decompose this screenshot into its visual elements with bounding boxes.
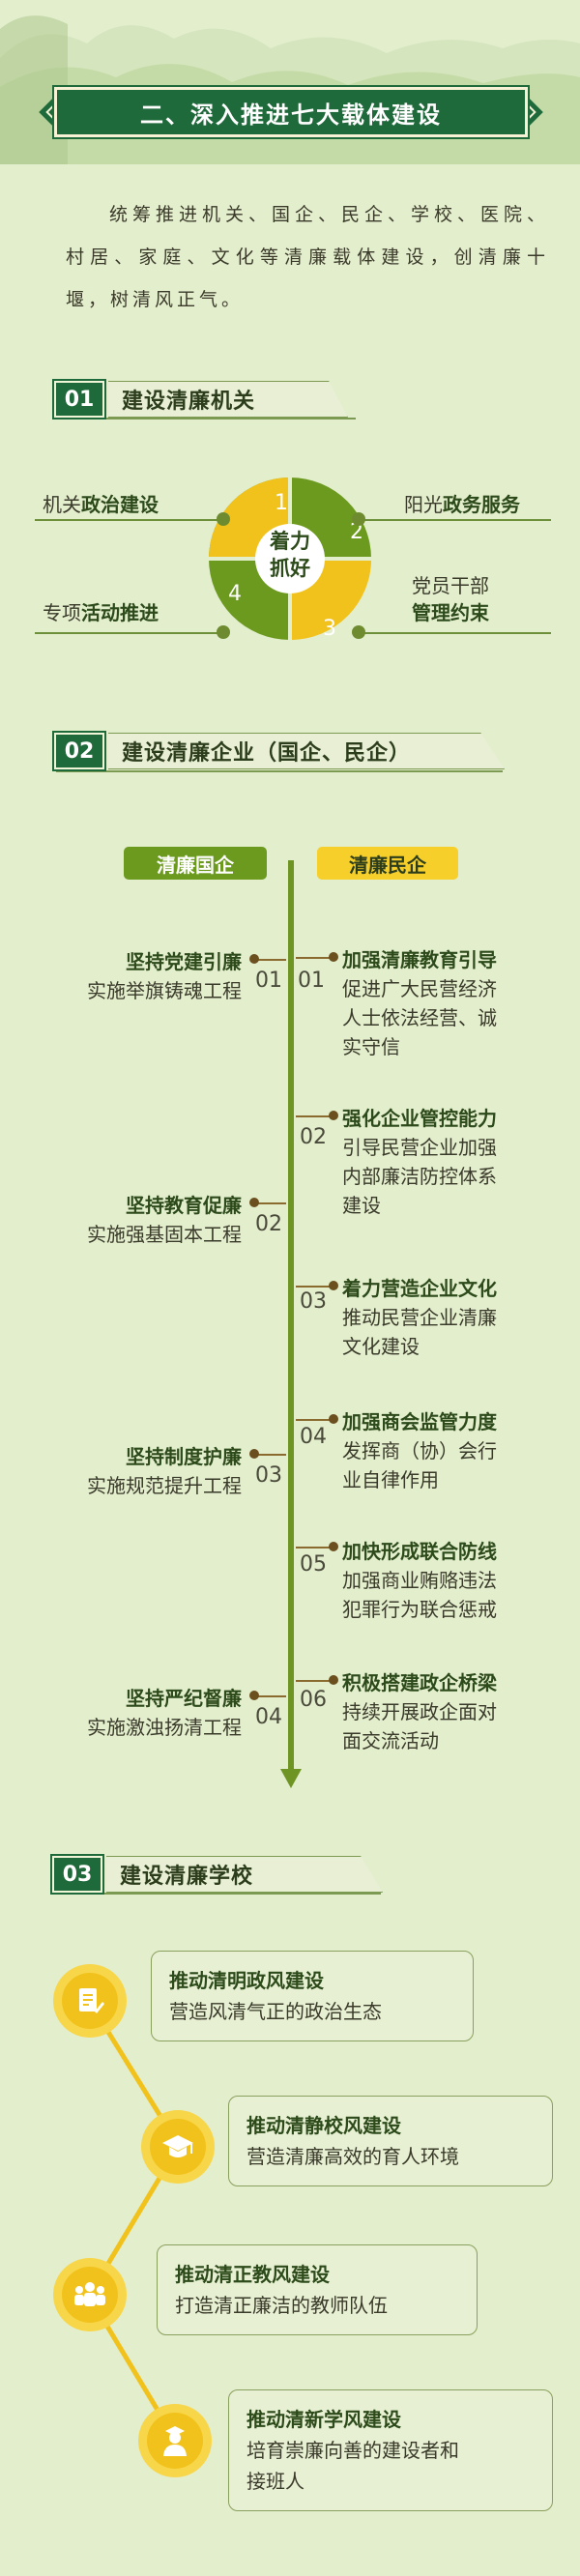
soe-item-2: 坚持教育促廉实施强基固本工程 — [87, 1194, 242, 1246]
school-circle-3 — [53, 2258, 127, 2331]
school-circle-4 — [138, 2404, 212, 2477]
graduation-cap-icon — [162, 2135, 193, 2157]
ring-number-4: 4 — [228, 582, 242, 606]
timeline-axis — [288, 860, 294, 1779]
private-item-2: 强化企业管控能力引导民营企业加强内部廉洁防控体系建设 — [342, 1107, 497, 1217]
intro-paragraph: 统筹推进机关、国企、民企、学校、医院、村居、家庭、文化等清廉载体建设，创清廉十堰… — [66, 204, 549, 310]
school-card-2: 推动清静校风建设 营造清廉高效的育人环境 — [228, 2096, 553, 2186]
private-item-1: 加强清廉教育引导促进广大民营经济人士依法经营、诚实守信 — [342, 948, 497, 1058]
private-item-5: 加快形成联合防线加强商业贿赂违法犯罪行为联合惩戒 — [342, 1540, 497, 1621]
section1-number: 01 — [52, 379, 106, 420]
private-item-3: 着力营造企业文化推动民营企业清廉文化建设 — [342, 1277, 497, 1358]
private-item-6: 积极搭建政企桥梁持续开展政企面对面交流活动 — [342, 1671, 497, 1752]
school-card-4: 推动清新学风建设 培育崇廉向善的建设者和 接班人 — [228, 2389, 553, 2511]
tag-private: 清廉民企 — [317, 847, 458, 880]
item-special-activities: 专项活动推进 — [43, 601, 159, 624]
section2-underline — [56, 770, 503, 772]
ring-number-2: 2 — [350, 520, 363, 544]
section3-title: 建设清廉学校 — [106, 1856, 383, 1893]
timeline-arrow-icon — [280, 1769, 302, 1788]
section3-underline — [56, 1893, 381, 1895]
section1-underline — [56, 418, 356, 420]
section2-number: 02 — [52, 731, 106, 771]
soe-item-3: 坚持制度护廉实施规范提升工程 — [87, 1445, 242, 1497]
document-pen-icon — [79, 1988, 104, 2013]
soe-item-1: 坚持党建引廉实施举旗铸魂工程 — [87, 950, 242, 1002]
item-party-management: 党员干部管理约束 — [412, 574, 489, 624]
school-connector-line — [86, 1999, 182, 2443]
item-political-construction: 机关政治建设 — [43, 493, 159, 516]
ring-center-label: 着力 抓好 — [270, 530, 310, 580]
section1-title: 建设清廉机关 — [108, 381, 348, 418]
school-card-3: 推动清正教风建设 打造清正廉洁的教师队伍 — [157, 2244, 478, 2335]
ring-segment-4 — [209, 559, 290, 640]
page-title: 二、深入推进七大载体建设 — [52, 85, 530, 139]
teachers-group-icon — [74, 2282, 105, 2306]
student-person-icon — [163, 2426, 187, 2456]
ring-segment-2 — [290, 478, 371, 559]
school-card-1: 推动清明政风建设 营造风清气正的政治生态 — [151, 1951, 474, 2041]
school-circle-1 — [53, 1964, 127, 2038]
soe-item-4: 坚持严纪督廉实施激浊扬清工程 — [87, 1687, 242, 1739]
item-gov-services: 阳光政务服务 — [404, 493, 520, 516]
focus-ring-diagram — [209, 478, 371, 640]
ring-number-3: 3 — [323, 617, 336, 641]
mountain-background — [0, 15, 580, 164]
school-circle-2 — [141, 2110, 215, 2184]
section3-number: 03 — [50, 1854, 104, 1895]
private-item-4: 加强商会监管力度发挥商（协）会行业自律作用 — [342, 1410, 497, 1491]
section2-title: 建设清廉企业（国企、民企） — [108, 733, 505, 769]
tag-state-owned: 清廉国企 — [124, 847, 267, 880]
ring-number-1: 1 — [275, 491, 288, 515]
